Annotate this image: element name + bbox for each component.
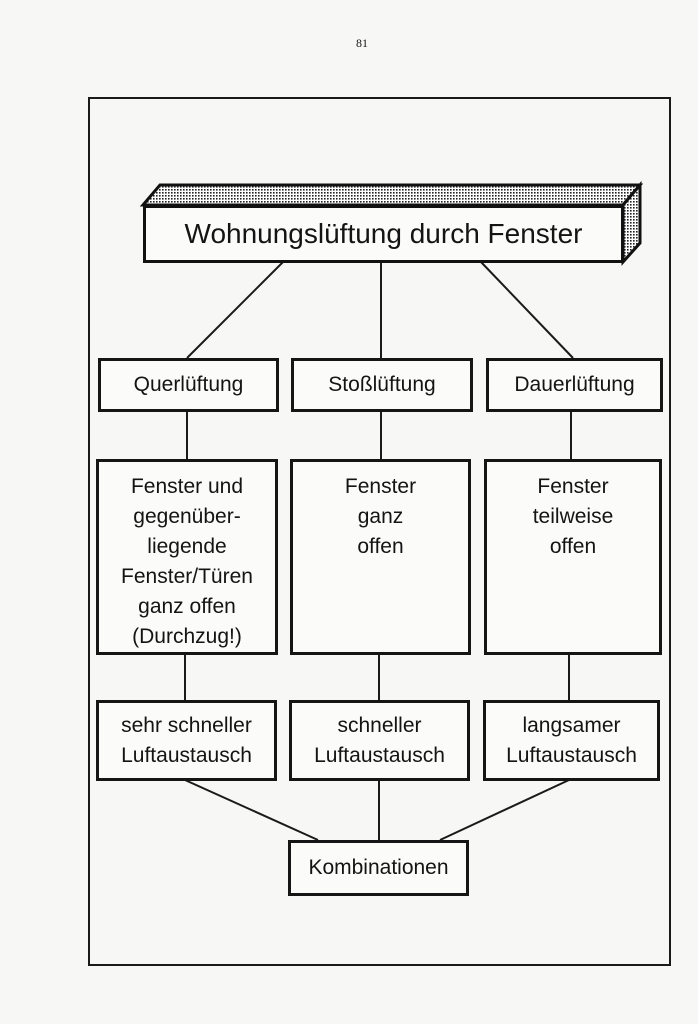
desc-line: gegenüber- bbox=[133, 505, 241, 528]
type-box-dauerlueftung: Dauerlüftung bbox=[486, 358, 663, 412]
result-line: Luftaustausch bbox=[506, 743, 637, 767]
desc-line: (Durchzug!) bbox=[132, 625, 242, 648]
description-box-stosslueftung: Fenster ganz offen bbox=[290, 459, 471, 655]
desc-line: offen bbox=[357, 535, 404, 558]
desc-line: ganz offen bbox=[138, 595, 236, 618]
type-box-querlueftung: Querlüftung bbox=[98, 358, 279, 412]
desc-line: liegende bbox=[147, 535, 227, 558]
diagram-frame bbox=[88, 97, 671, 966]
connector bbox=[184, 779, 319, 841]
desc-line: offen bbox=[549, 535, 597, 558]
title-box-top-face bbox=[139, 183, 644, 207]
connector bbox=[480, 261, 574, 359]
desc-line: ganz bbox=[357, 505, 404, 528]
type-box-stosslueftung: Stoßlüftung bbox=[291, 358, 473, 412]
description-box-dauerlueftung: Fenster teilweise offen bbox=[484, 459, 662, 655]
result-line: Luftaustausch bbox=[314, 743, 445, 767]
desc-line: Fenster/Türen bbox=[121, 565, 253, 588]
result-line: schneller bbox=[337, 713, 422, 737]
result-line: langsamer bbox=[522, 713, 621, 737]
desc-line: teilweise bbox=[532, 505, 614, 528]
desc-line: Fenster bbox=[344, 475, 417, 498]
title-box: Wohnungslüftung durch Fenster bbox=[143, 205, 624, 263]
connector bbox=[439, 779, 570, 841]
connector bbox=[186, 261, 284, 359]
combinations-box: Kombinationen bbox=[288, 840, 469, 896]
desc-line: Fenster und bbox=[130, 475, 244, 498]
description-box-querlueftung: Fenster und gegenüber- liegende Fenster/… bbox=[96, 459, 278, 655]
desc-line: Fenster bbox=[537, 475, 609, 498]
result-line: sehr schneller bbox=[121, 713, 252, 737]
result-line: Luftaustausch bbox=[121, 743, 252, 767]
page-number: 81 bbox=[356, 36, 368, 50]
